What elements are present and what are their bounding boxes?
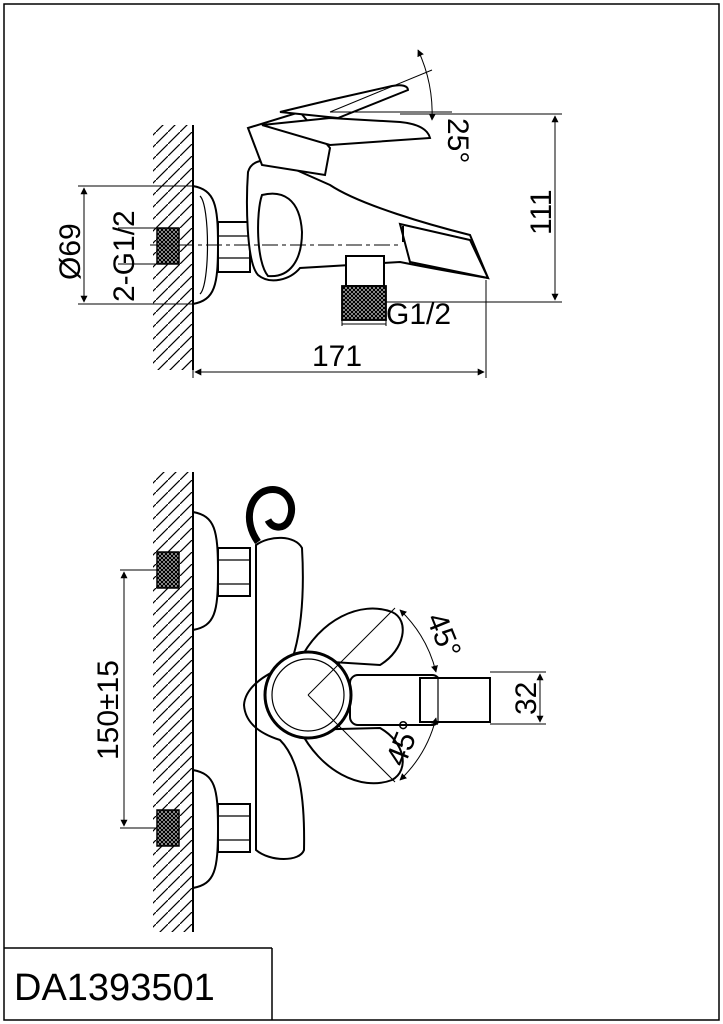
angle-arc-lower	[399, 717, 438, 781]
side-view: 25° 111 171 Ø69 2-G1/2 G1/2	[54, 49, 562, 378]
height-label-111: 111	[525, 189, 558, 235]
angle-ref-line-1	[329, 69, 433, 113]
lever-closed	[261, 116, 432, 147]
handle-lower-arm	[298, 726, 404, 785]
angle-arc-upper	[399, 609, 438, 673]
mixer-body-front	[242, 536, 306, 860]
connection-label-2g12: 2-G1/2	[108, 210, 141, 302]
upper-connector	[156, 551, 180, 589]
upper-nut	[217, 547, 251, 597]
angle-arc-25	[417, 49, 436, 121]
spout	[398, 222, 490, 280]
wall-hatch-lower	[153, 472, 193, 932]
spacing-label-150: 150±15	[92, 660, 125, 760]
lower-flange	[192, 768, 220, 890]
angle-ref-lower	[307, 694, 396, 783]
outlet-thread-label: G1/2	[386, 298, 451, 331]
handle-upper-arm	[298, 607, 404, 667]
handle-hub-inner	[271, 658, 345, 732]
angle-label-upper-45: 45°	[420, 608, 468, 662]
body-boss	[257, 192, 304, 278]
handle-height-label-32: 32	[510, 682, 543, 715]
diverter-top	[345, 255, 385, 287]
lever-open	[279, 84, 410, 120]
handle-extension	[419, 677, 491, 723]
lower-connector	[156, 809, 180, 847]
drawing-border	[3, 3, 720, 1021]
model-code: DA1393501	[14, 967, 215, 1009]
upper-flange	[192, 510, 220, 632]
title-block: DA1393501	[4, 947, 273, 1020]
angle-ref-upper	[307, 607, 396, 696]
lower-nut	[217, 803, 251, 853]
shower-hook	[245, 486, 296, 545]
width-label-171: 171	[312, 340, 362, 373]
angle-label-25: 25°	[441, 118, 474, 163]
diverter-thread	[341, 285, 387, 321]
wall-connector	[156, 227, 180, 265]
diameter-label-69: Ø69	[54, 223, 87, 280]
eccentric-nut	[217, 221, 251, 273]
front-view: 45° 45° 32 150±15	[92, 472, 546, 932]
